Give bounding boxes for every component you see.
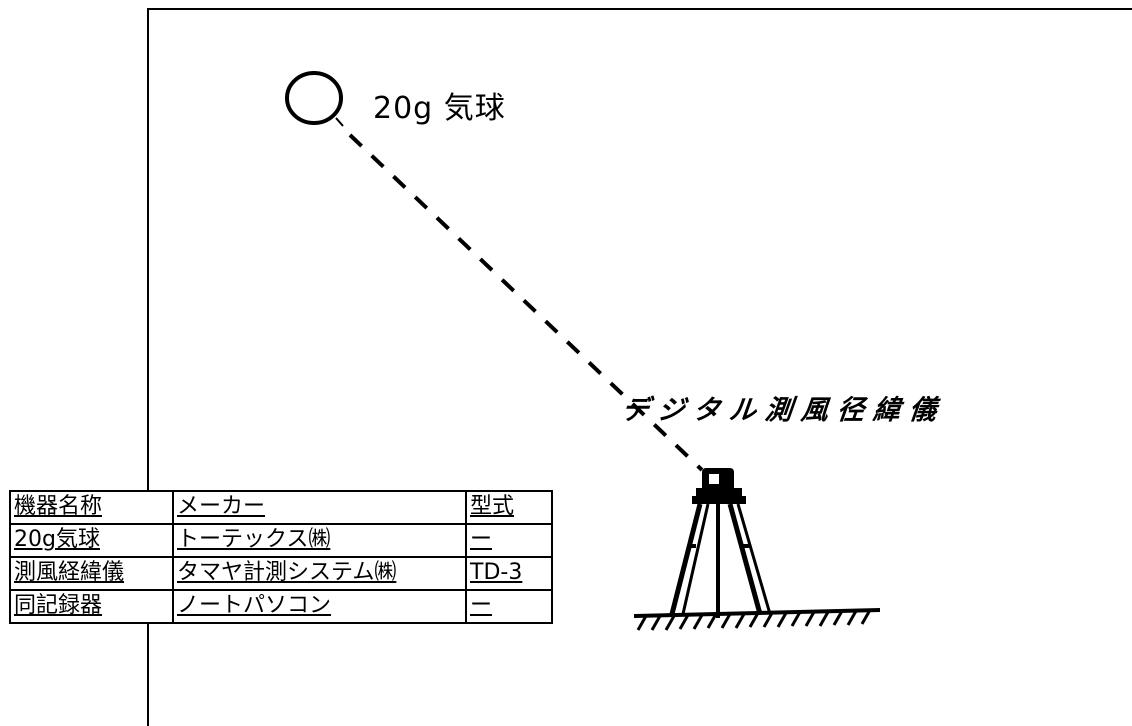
theodolite-label: デジタル測風径緯儀 [620,395,947,426]
table-cell: 同記録器 [9,589,174,624]
header-cell-maker: メーカー [172,490,467,525]
frame-top-line [147,8,1132,10]
header-cell-name: 機器名称 [9,490,174,525]
frame-left-line [147,8,149,726]
table-cell: ノートパソコン [172,589,467,624]
theodolite-icon [669,468,772,618]
sight-line [348,133,704,472]
table-header-row: 機器名称 メーカー 型式 [9,490,553,525]
table-row: 測風経緯儀 タマヤ計測システム㈱ TD-3 [9,556,553,591]
table-cell: ー [465,523,553,558]
table-row: 20g気球 トーテックス㈱ ー [9,523,553,558]
table-cell: ー [465,589,553,624]
ground-line [633,608,881,631]
equipment-table: 機器名称 メーカー 型式 20g気球 トーテックス㈱ ー 測風経緯儀 タマヤ計測… [9,490,553,624]
table-cell: タマヤ計測システム㈱ [172,556,467,591]
table-cell: 測風経緯儀 [9,556,174,591]
table-row: 同記録器 ノートパソコン ー [9,589,553,624]
table-cell: 20g気球 [9,523,174,558]
header-cell-model: 型式 [465,490,553,525]
table-cell: トーテックス㈱ [172,523,467,558]
balloon-label: 20g 気球 [373,91,506,126]
balloon-icon [285,71,344,127]
table-cell: TD-3 [465,556,553,591]
